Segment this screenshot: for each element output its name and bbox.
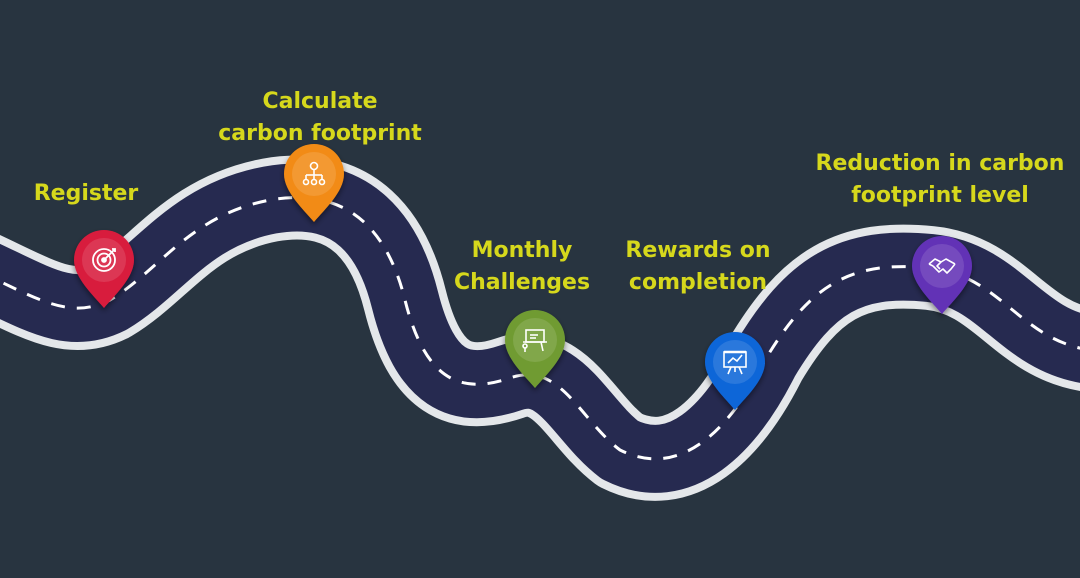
step-label-line: Monthly bbox=[471, 238, 573, 263]
step-label-line: carbon footprint bbox=[218, 121, 422, 146]
presentation-icon bbox=[522, 329, 547, 352]
milestone-pin-reduction bbox=[912, 236, 972, 314]
road bbox=[0, 155, 1080, 501]
hierarchy-icon bbox=[302, 161, 326, 186]
growth-chart-icon bbox=[723, 350, 747, 375]
pin-shape bbox=[912, 236, 972, 314]
step-label-line: Register bbox=[33, 181, 139, 206]
pin-shape bbox=[74, 230, 134, 308]
step-label-calculate: Calculate carbon footprint bbox=[218, 86, 422, 150]
step-label-monthly-challenges: Monthly Challenges bbox=[454, 235, 590, 299]
milestone-pin-rewards bbox=[705, 332, 765, 410]
pin-shape bbox=[505, 310, 565, 388]
pin-shape bbox=[284, 144, 344, 222]
milestone-pin-register bbox=[74, 230, 134, 308]
step-label-register: Register bbox=[34, 178, 139, 210]
step-label-line: Rewards on bbox=[625, 238, 771, 263]
target-icon bbox=[92, 248, 116, 272]
step-label-reduction: Reduction in carbon footprint level bbox=[816, 148, 1065, 212]
milestone-pin-monthly-challenges bbox=[505, 310, 565, 388]
step-label-line: Calculate bbox=[262, 89, 378, 114]
step-label-line: Reduction in carbon bbox=[815, 151, 1065, 176]
milestone-pin-calculate bbox=[284, 144, 344, 222]
step-label-line: completion bbox=[628, 270, 768, 295]
handshake-icon bbox=[928, 258, 956, 274]
step-label-line: Challenges bbox=[453, 270, 591, 295]
step-label-line: footprint level bbox=[851, 183, 1029, 208]
step-label-rewards: Rewards on completion bbox=[625, 235, 770, 299]
road-center-line bbox=[0, 196, 1080, 461]
